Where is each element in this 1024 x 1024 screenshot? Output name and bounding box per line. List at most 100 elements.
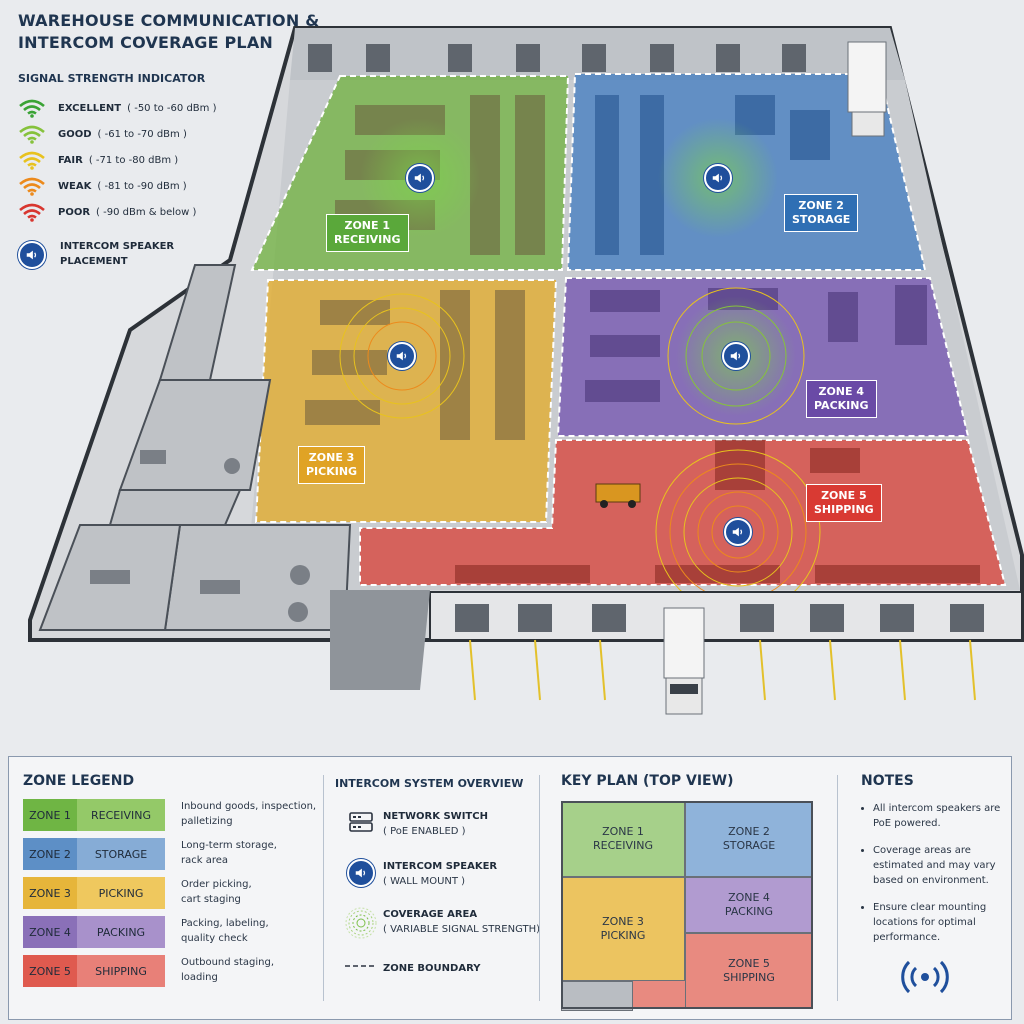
overview-header: INTERCOM SYSTEM OVERVIEW — [335, 777, 524, 790]
zone-desc-line-1: Packing, labeling, — [181, 918, 269, 929]
signal-level-range: ( -81 to -90 dBm ) — [97, 180, 187, 192]
panel-divider-2 — [539, 775, 540, 1001]
coverage-label: COVERAGE AREA — [383, 909, 478, 920]
signal-level-range: ( -50 to -60 dBm ) — [127, 102, 217, 114]
signal-level-name: EXCELLENT — [58, 102, 122, 114]
zone-legend-description: Long-term storage, rack area — [181, 838, 341, 868]
map-zone-number: ZONE 1 — [344, 219, 391, 232]
zone-legend-description: Packing, labeling, quality check — [181, 916, 341, 946]
front-wall — [429, 591, 1023, 641]
zone-desc-line-2: cart staging — [181, 894, 241, 905]
title-line-1: WAREHOUSE COMMUNICATION & — [18, 11, 320, 30]
zone-desc-line-2: palletizing — [181, 816, 233, 827]
signal-level-fair: FAIR( -71 to -80 dBm ) — [18, 147, 248, 173]
intercom-speaker-zone-4-icon[interactable] — [722, 342, 750, 370]
parking-lines — [469, 639, 976, 701]
signal-level-weak: WEAK ( -81 to -90 dBm ) — [18, 173, 248, 199]
speaker-icon — [18, 241, 46, 269]
wifi-icon — [19, 125, 45, 144]
signal-legend-header: SIGNAL STRENGTH INDICATOR — [18, 72, 206, 85]
key-plan-zone-name: SHIPPING — [723, 971, 775, 984]
intercom-speaker-zone-1-icon[interactable] — [406, 164, 434, 192]
signal-level-name: POOR — [58, 206, 91, 218]
zone-desc-line-2: quality check — [181, 933, 248, 944]
key-plan-zone-number: ZONE 3 — [602, 915, 644, 928]
speaker-icon — [347, 859, 375, 887]
loading-ramp — [330, 590, 430, 690]
speaker-label: INTERCOM SPEAKER — [383, 861, 498, 872]
coverage-area-icon — [345, 907, 377, 939]
zone-boundary-icon — [345, 965, 377, 967]
key-plan-shipping-extension — [631, 981, 685, 1009]
speaker-legend-line-2: PLACEMENT — [60, 256, 128, 267]
zone-boundary-label: ZONE BOUNDARY — [383, 963, 481, 974]
forklift — [595, 483, 641, 508]
map-zone-name: PACKING — [814, 399, 869, 412]
map-zone-number: ZONE 5 — [821, 489, 867, 502]
key-plan-header: KEY PLAN (TOP VIEW) — [561, 773, 734, 789]
zone-desc-line-1: Order picking, — [181, 879, 252, 890]
signal-level-name: WEAK — [58, 180, 92, 192]
zone-legend-name: PACKING — [77, 916, 165, 948]
note-item: Ensure clear mounting locations for opti… — [873, 900, 1001, 945]
speaker-placement-legend: INTERCOM SPEAKER PLACEMENT — [18, 239, 248, 269]
map-zone-name: SHIPPING — [814, 503, 874, 516]
office-furniture — [90, 450, 310, 622]
signal-strength-legend: SIGNAL STRENGTH INDICATOR EXCELLENT ( -50… — [18, 72, 248, 269]
zone-desc-line-1: Inbound goods, inspection, — [181, 801, 317, 812]
panel-divider-1 — [323, 775, 324, 1001]
signal-level-range: ( -61 to -70 dBm ) — [97, 128, 187, 140]
zone-legend-name: RECEIVING — [77, 799, 165, 831]
map-zone-number: ZONE 4 — [818, 385, 865, 398]
key-plan-zone-name: PICKING — [600, 929, 646, 942]
zone-legend-number: ZONE 1 — [23, 799, 77, 831]
map-zone-name: RECEIVING — [334, 233, 401, 246]
intercom-speaker-zone-5-icon[interactable] — [724, 518, 752, 546]
speaker-legend-line-1: INTERCOM SPEAKER — [60, 241, 175, 252]
overview-zone-boundary: ZONE BOUNDARY — [339, 961, 480, 976]
signal-level-excellent: EXCELLENT ( -50 to -60 dBm ) — [18, 95, 248, 121]
signal-level-name: FAIR — [58, 154, 83, 166]
broadcast-icon — [901, 960, 949, 994]
intercom-speaker-zone-2-icon[interactable] — [704, 164, 732, 192]
key-plan-zone-number: ZONE 2 — [728, 825, 770, 838]
wifi-icon — [19, 203, 45, 222]
map-zone-name: PICKING — [306, 465, 358, 478]
zone-legend-description: Inbound goods, inspection, palletizing — [181, 799, 341, 829]
delivery-truck-back — [847, 41, 887, 137]
zone-desc-line-1: Long-term storage, — [181, 840, 277, 851]
zone-desc-line-2: rack area — [181, 855, 229, 866]
key-plan-zone-name: STORAGE — [722, 839, 776, 852]
overview-coverage-area: COVERAGE AREA( VARIABLE SIGNAL STRENGTH) — [339, 907, 540, 939]
panel-divider-3 — [837, 775, 838, 1001]
key-plan-zone-number: ZONE 1 — [602, 825, 644, 838]
note-item: All intercom speakers are PoE powered. — [873, 801, 1001, 831]
speaker-sub: ( WALL MOUNT ) — [383, 876, 466, 887]
intercom-speaker-zone-3-icon[interactable] — [388, 342, 416, 370]
zone-legend-number: ZONE 5 — [23, 955, 77, 987]
zone-legend-number: ZONE 3 — [23, 877, 77, 909]
zone-desc-line-1: Outbound staging, — [181, 957, 275, 968]
notes-list: All intercom speakers are PoE powered. Co… — [861, 801, 1001, 957]
overview-intercom-speaker: INTERCOM SPEAKER ( WALL MOUNT ) — [339, 859, 497, 889]
note-item: Coverage areas are estimated and may var… — [873, 843, 1001, 888]
key-plan-zone-name: PACKING — [724, 905, 774, 918]
map-zone-number: ZONE 3 — [308, 451, 355, 464]
key-plan-offices — [561, 981, 633, 1011]
